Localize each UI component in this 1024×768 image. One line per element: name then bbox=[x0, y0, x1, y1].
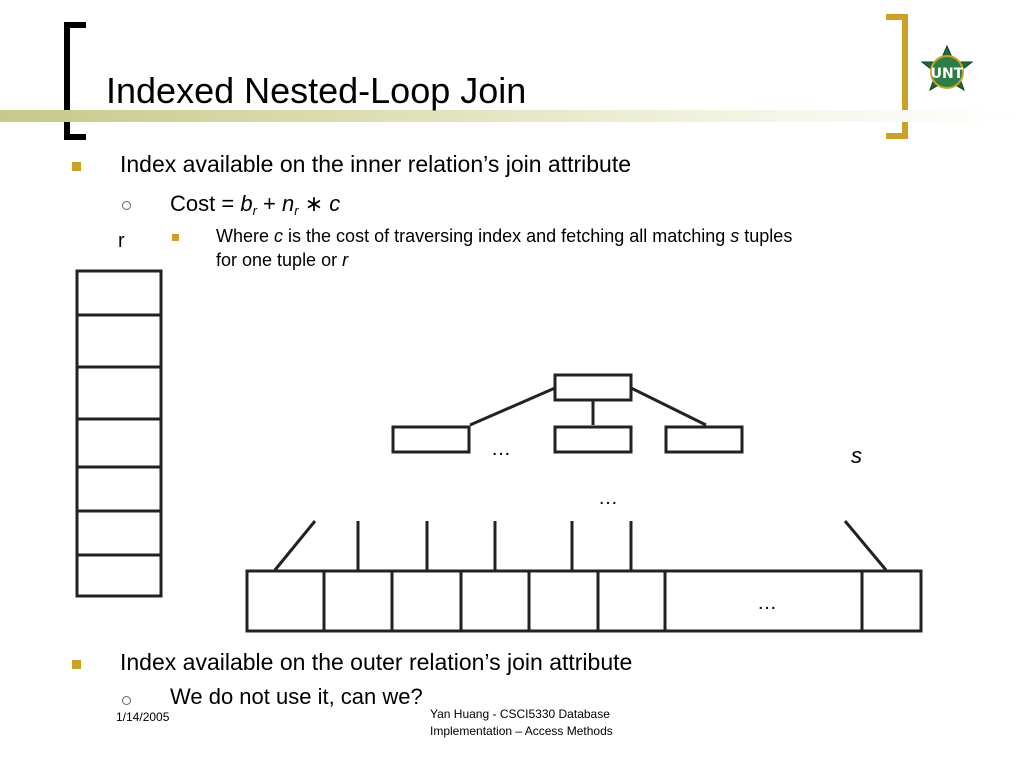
relation-r-tuple bbox=[75, 417, 163, 469]
bullet-square-small-icon bbox=[172, 234, 179, 241]
index-inner-node bbox=[664, 425, 744, 454]
cost-formula: Cost = br + nr ∗ c bbox=[170, 191, 340, 218]
relation-r-tuple bbox=[75, 313, 163, 369]
index-root-node bbox=[553, 373, 633, 402]
where-r: r bbox=[342, 250, 349, 270]
where-text-c: tuples bbox=[739, 226, 793, 246]
cost-n: n bbox=[281, 191, 295, 216]
where-line-1: Where c is the cost of traversing index … bbox=[216, 226, 792, 247]
where-text-a: Where bbox=[216, 226, 275, 246]
index-edge bbox=[630, 386, 707, 427]
relation-s-row bbox=[245, 569, 923, 633]
where-line-2: for one tuple or r bbox=[216, 250, 348, 271]
relation-r-label: r bbox=[118, 230, 125, 252]
cost-label: Cost = bbox=[170, 191, 241, 216]
bullet-question: We do not use it, can we? bbox=[170, 684, 423, 709]
leaf-pointer bbox=[273, 520, 317, 571]
cost-c: c bbox=[329, 191, 341, 216]
cost-star: ∗ bbox=[298, 191, 330, 216]
footer-date: 1/14/2005 bbox=[116, 710, 170, 724]
where-text-b: is the cost of traversing index and fetc… bbox=[283, 226, 731, 246]
bullet-inner-relation: Index available on the inner relation’s … bbox=[120, 151, 632, 177]
where-text-d: for one tuple or bbox=[216, 250, 343, 270]
index-edge bbox=[469, 386, 556, 427]
svg-text:UNT: UNT bbox=[931, 66, 964, 82]
leaf-pointer bbox=[843, 520, 888, 571]
relation-s-label: s bbox=[851, 443, 862, 468]
footer-credit: Yan Huang - CSCI5330 Database Implementa… bbox=[430, 706, 613, 740]
relation-r-tuple bbox=[75, 465, 163, 513]
cost-r-sub-2: r bbox=[294, 203, 299, 218]
bullet-outer-relation: Index available on the outer relation’s … bbox=[120, 649, 633, 675]
where-s: s bbox=[730, 226, 740, 246]
index-inner-node bbox=[553, 425, 633, 454]
cost-r-sub-1: r bbox=[252, 203, 257, 218]
pointer-ellipsis: … bbox=[598, 487, 618, 509]
slide-title: Indexed Nested-Loop Join bbox=[106, 70, 527, 111]
footer-line-2: Implementation – Access Methods bbox=[430, 724, 613, 738]
leaf-ellipsis: … bbox=[757, 592, 777, 614]
bullet-square-icon bbox=[72, 162, 81, 171]
unt-logo: UNT bbox=[920, 44, 974, 92]
left-bracket-decoration bbox=[64, 22, 86, 140]
right-bracket-decoration bbox=[886, 14, 908, 139]
cost-b: b bbox=[240, 191, 253, 216]
relation-r-tuple bbox=[75, 553, 163, 598]
relation-r-tuple bbox=[75, 509, 163, 557]
bullet-circle-icon bbox=[122, 201, 131, 210]
relation-r-tuple bbox=[75, 269, 163, 317]
where-c: c bbox=[274, 226, 284, 246]
cost-plus: + bbox=[256, 191, 282, 216]
index-inner-node bbox=[391, 425, 471, 454]
relation-r-tuple bbox=[75, 365, 163, 421]
title-underline-bar bbox=[0, 110, 1024, 122]
index-ellipsis: … bbox=[491, 438, 511, 460]
bullet-circle-icon bbox=[122, 696, 131, 705]
footer-line-1: Yan Huang - CSCI5330 Database bbox=[430, 707, 610, 721]
bullet-square-icon bbox=[72, 660, 81, 669]
